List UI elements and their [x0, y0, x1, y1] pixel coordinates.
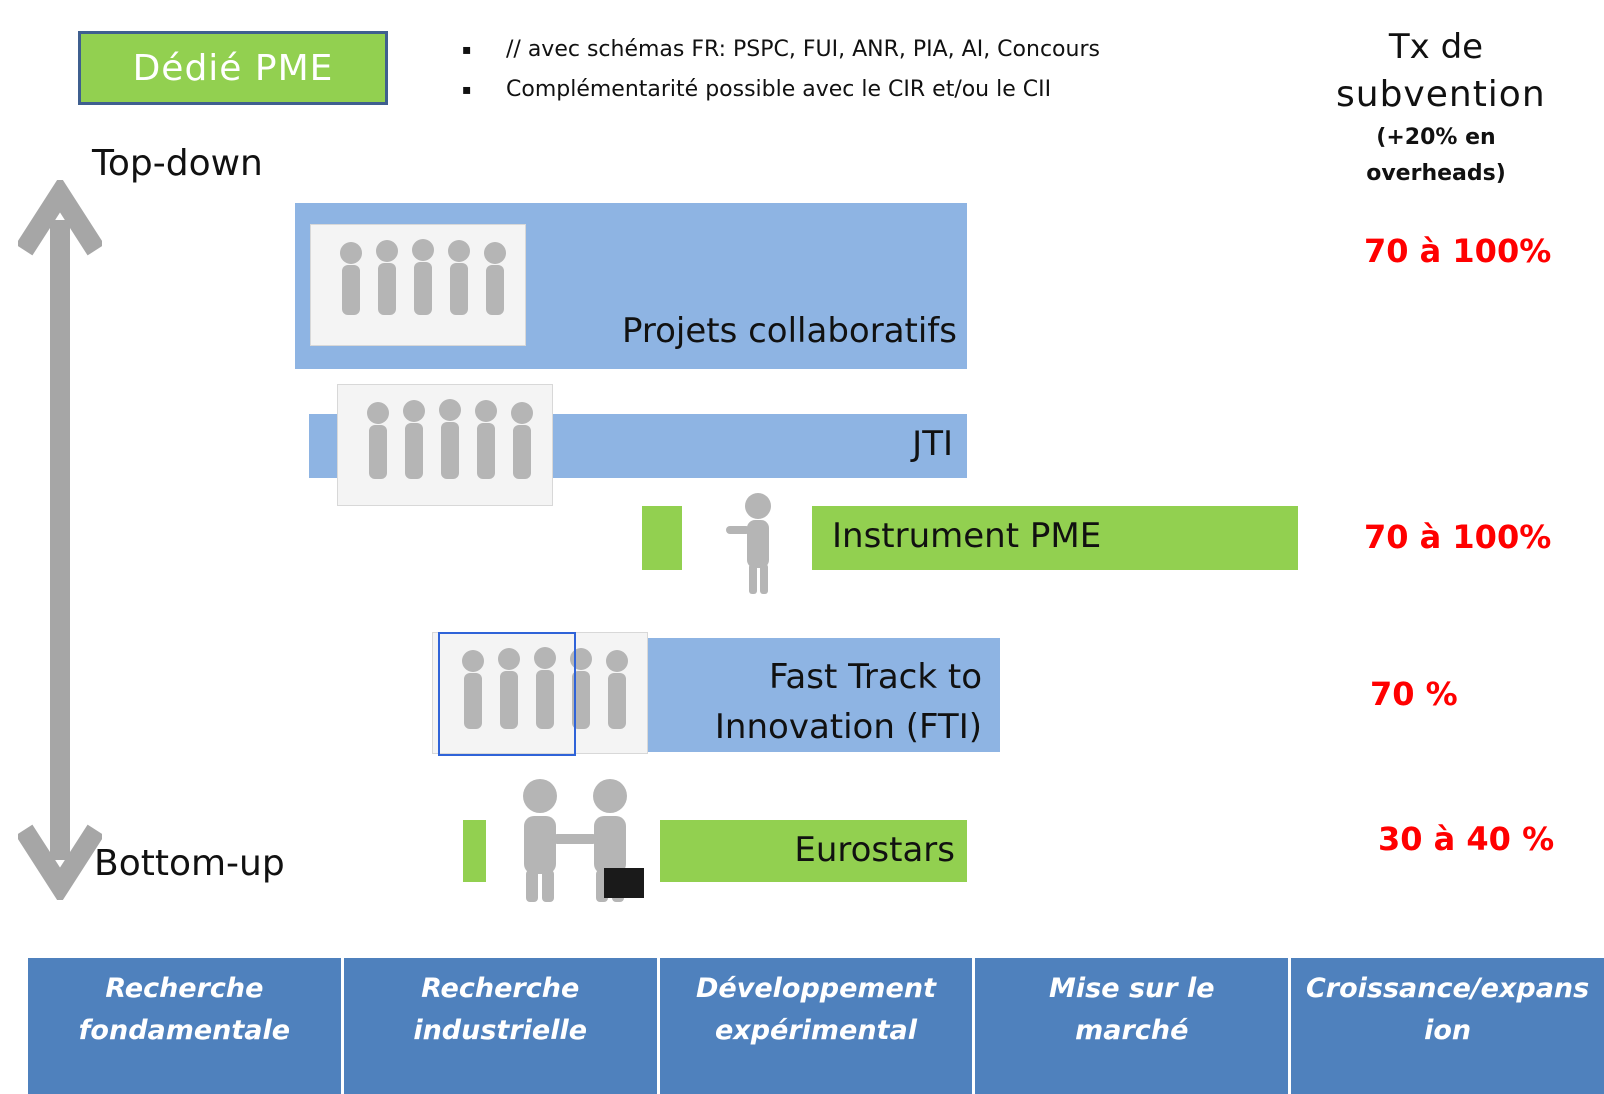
- selection-frame: [438, 632, 576, 756]
- handshake-icon: [523, 779, 644, 902]
- note-item: Complémentarité possible avec le CIR et/…: [462, 76, 1100, 116]
- bar-instrument-pme: Instrument PME: [812, 506, 1298, 570]
- rate-header-sub2: overheads): [1366, 161, 1506, 186]
- phase-cell: Recherche fondamentale: [28, 958, 344, 1094]
- bar-label-line1: Fast Track to: [768, 657, 982, 697]
- phase-cell: Recherche industrielle: [343, 958, 660, 1094]
- team-group-icon: [337, 384, 553, 506]
- note-item: // avec schémas FR: PSPC, FUI, ANR, PIA,…: [462, 36, 1100, 76]
- rate-header-sub: (+20% en overheads): [1336, 120, 1536, 192]
- rate-header-line1: Tx de: [1388, 27, 1484, 67]
- bar-label-line2: Innovation (FTI): [714, 707, 982, 747]
- axis-bottom-label: Bottom-up: [94, 843, 285, 884]
- bar-instrument-pme-stub: [642, 506, 682, 570]
- phase-cell: Développement expérimental: [659, 958, 976, 1094]
- double-arrow-icon: [18, 180, 102, 900]
- bar-label: Instrument PME: [832, 516, 1102, 556]
- rate-eurostars: 30 à 40 %: [1378, 820, 1555, 858]
- phase-cell: Mise sur le marché: [975, 958, 1292, 1094]
- bar-label: Eurostars: [794, 830, 955, 870]
- phase-line1: Recherche: [421, 973, 580, 1004]
- phase-line2: marché: [1075, 1015, 1189, 1046]
- legend-dedie-pme-badge: Dédié PME: [78, 31, 388, 105]
- team-group-icon: [310, 224, 526, 346]
- bar-label: Projets collaboratifs: [621, 311, 957, 351]
- axis-top-label: Top-down: [92, 143, 263, 184]
- phase-line1: Développement: [696, 973, 936, 1004]
- phase-cell: Croissance/expans ion: [1291, 958, 1604, 1094]
- phase-line1: Mise sur le: [1049, 973, 1215, 1004]
- rate-header-line2: subvention: [1336, 74, 1546, 115]
- bar-eurostars-stub: [463, 820, 486, 882]
- phase-line2: fondamentale: [78, 1015, 291, 1046]
- phase-line2: industrielle: [413, 1015, 588, 1046]
- phase-line2: expérimental: [714, 1015, 917, 1046]
- notes-list: // avec schémas FR: PSPC, FUI, ANR, PIA,…: [462, 36, 1100, 116]
- rate-fti: 70 %: [1370, 675, 1458, 713]
- bar-eurostars: Eurostars: [660, 820, 967, 882]
- bar-fti: Fast Track to Innovation (FTI): [648, 638, 1000, 752]
- rate-header: Tx de subvention (+20% en overheads): [1336, 24, 1546, 192]
- phase-line1: Recherche: [105, 973, 264, 1004]
- phase-line2: ion: [1424, 1015, 1472, 1046]
- phase-line1: Croissance/expans: [1305, 973, 1590, 1004]
- team-group-icon: [432, 632, 648, 754]
- single-person-thumbs-up-icon: [726, 493, 771, 594]
- bar-label: JTI: [912, 424, 953, 464]
- bar-label: Fast Track to Innovation (FTI): [715, 652, 982, 752]
- rate-instrument-pme: 70 à 100%: [1364, 518, 1552, 556]
- legend-label: Dédié PME: [132, 47, 334, 89]
- rate-header-sub1: (+20% en: [1376, 125, 1496, 150]
- rate-projets-collaboratifs: 70 à 100%: [1364, 232, 1552, 270]
- phase-strip: Recherche fondamentale Recherche industrie…: [28, 958, 1604, 1094]
